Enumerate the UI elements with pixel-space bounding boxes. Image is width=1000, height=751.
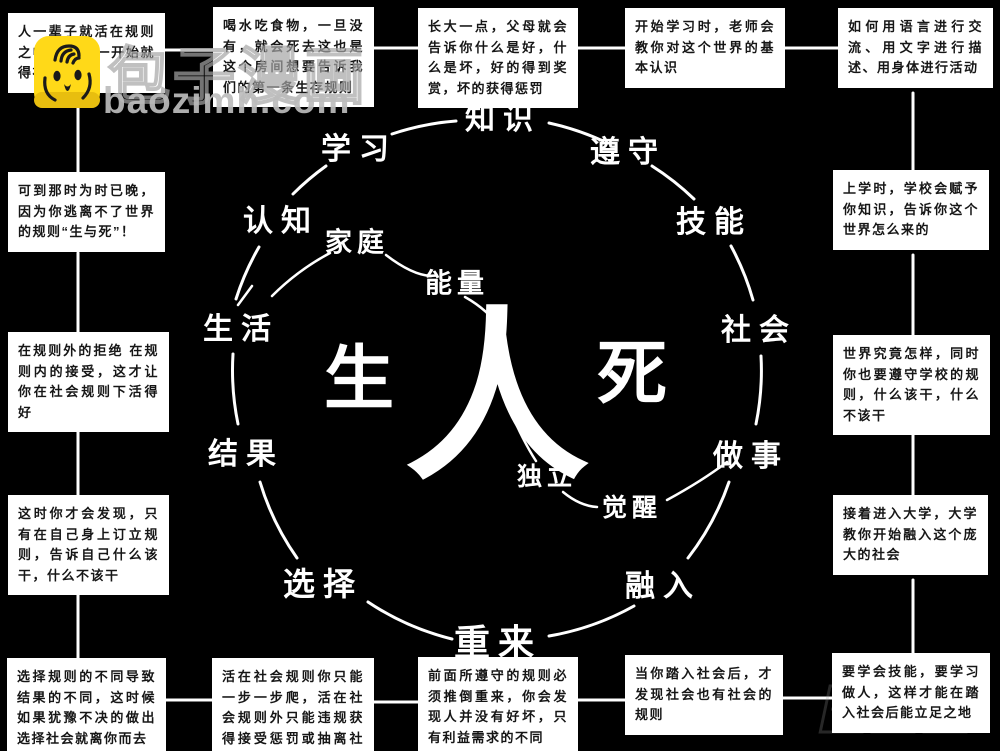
note-rebuild-rules: 前面所遵守的规则必须推倒重来，你会发现人并没有好坏，只有利益需求的不同 bbox=[418, 657, 578, 751]
note-parents-teach: 长大一点，父母就会告诉你什么是好，什么是坏，好的得到奖赏，坏的获得惩罚 bbox=[418, 8, 578, 109]
bun-face-icon bbox=[34, 36, 100, 108]
keyword-society: 社会 bbox=[721, 314, 797, 347]
note-accept-reject: 在规则外的拒绝 在规则内的接受，这才让你在社会规则下活得好 bbox=[8, 332, 169, 433]
note-too-late: 可到那时为时已晚，因为你逃离不了世界的规则“生与死”！ bbox=[8, 172, 165, 252]
keyword-independence: 独立 bbox=[516, 463, 578, 491]
center-char-death: 死 bbox=[597, 336, 667, 414]
note-survival-rule: 喝水吃食物，一旦没有，就会死去这也是这个房间想要告诉我们的第一条生存规则 bbox=[213, 7, 374, 108]
outer-circle-arcs bbox=[231, 119, 763, 641]
note-learn-skills: 要学会技能，要学习做人，这样才能在踏入社会后能立足之地 bbox=[832, 653, 990, 733]
watermark-logo-text: 包子漫画 bbox=[107, 42, 369, 113]
keyword-obey: 遵守 bbox=[590, 136, 666, 169]
center-char-person: 人 bbox=[404, 298, 590, 503]
keyword-skill: 技能 bbox=[676, 206, 752, 239]
center-char-life: 生 bbox=[324, 341, 394, 419]
keyword-restart: 重来 bbox=[453, 622, 543, 663]
keyword-life: 生活 bbox=[203, 313, 279, 346]
note-language-skills: 如何用语言进行交流、用文字进行描述、用身体进行活动 bbox=[838, 8, 993, 88]
note-university: 接着进入大学，大学教你开始融入这个庞大的社会 bbox=[833, 495, 988, 575]
note-choice-result: 选择规则的不同导致结果的不同，这时候如果犹豫不决的做出选择社会就离你而去 bbox=[7, 658, 166, 751]
note-society-rules: 当你踏入社会后，才发现社会也有社会的规则 bbox=[625, 655, 783, 735]
keyword-choice: 选择 bbox=[282, 566, 364, 602]
note-school-rules: 世界究竟怎样，同时你也要遵守学校的规则，什么该干，什么不该干 bbox=[833, 335, 990, 436]
note-teacher-teach: 开始学习时，老师会教你对这个世界的基本认识 bbox=[625, 8, 785, 88]
watermark-site-url: baozimh.com bbox=[103, 80, 351, 121]
keyword-awakening: 觉醒 bbox=[601, 494, 663, 522]
inner-curves bbox=[236, 251, 729, 509]
keyword-knowledge: 知识 bbox=[465, 103, 541, 136]
note-live-in-rules: 活在社会规则你只能一步一步爬，活在社会规则外只能违规获得接受惩罚或抽离社会孤独生… bbox=[212, 658, 374, 751]
keyword-study: 学习 bbox=[321, 133, 397, 166]
keyword-cognition: 认知 bbox=[243, 205, 319, 238]
note-self-rules: 这时你才会发现，只有在自己身上订立规则，告诉自己什么该干，什么不该干 bbox=[8, 495, 169, 596]
keyword-integrate: 融入 bbox=[625, 570, 701, 603]
keyword-energy: 能量 bbox=[425, 268, 489, 299]
note-school-knowledge: 上学时，学校会赋予你知识，告诉你这个世界怎么来的 bbox=[833, 170, 989, 250]
keyword-work: 做事 bbox=[713, 440, 789, 473]
keyword-result: 结果 bbox=[208, 438, 284, 471]
keyword-family: 家庭 bbox=[325, 227, 389, 258]
